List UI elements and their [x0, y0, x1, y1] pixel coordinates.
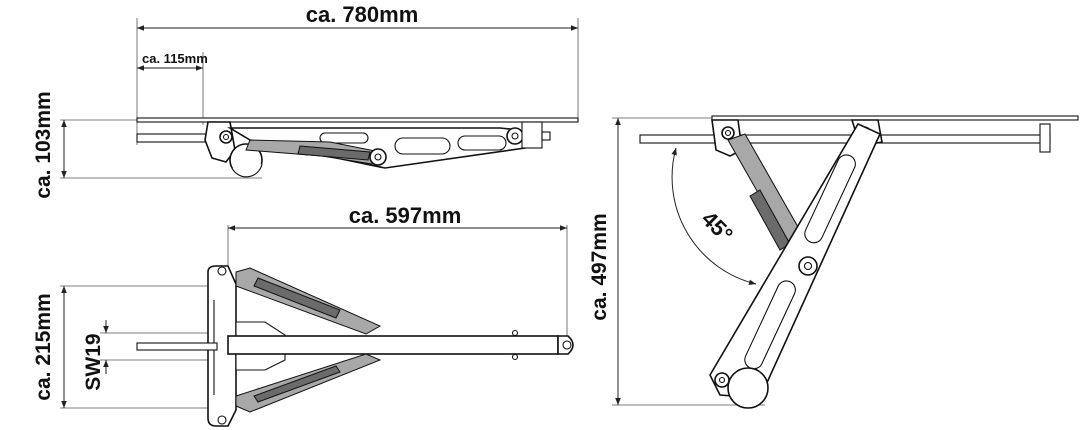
offset-length-label: ca. 115mm	[142, 51, 208, 66]
extended-side-view: 45° ca. 497mm	[588, 115, 1079, 409]
folded-height-label: ca. 103mm	[32, 91, 55, 198]
foot-width-label: ca. 215mm	[32, 293, 55, 400]
folded-side-view: ca. 780mm ca. 115mm ca. 103mm	[32, 2, 579, 199]
overall-length-label: ca. 780mm	[306, 2, 419, 27]
arm-length-label: ca. 597mm	[349, 203, 462, 228]
top-view: ca. 597mm ca. 215mm SW19	[32, 203, 574, 427]
angle-label: 45°	[697, 206, 738, 247]
extended-height-label: ca. 497mm	[588, 213, 611, 320]
wrench-size-label: SW19	[82, 333, 105, 390]
